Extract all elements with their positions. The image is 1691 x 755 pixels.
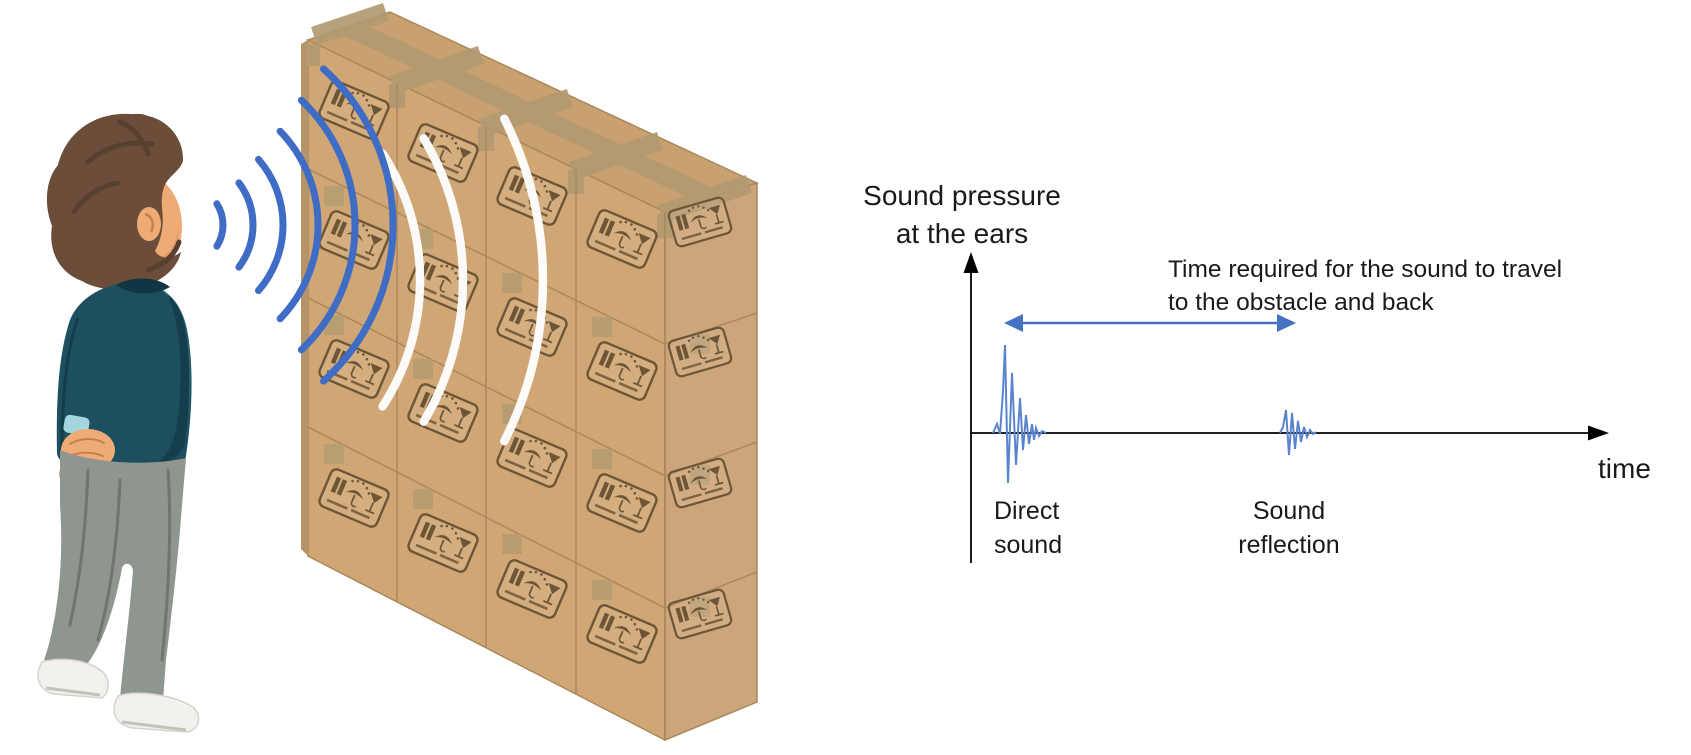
person-jacket <box>56 281 192 472</box>
arrowhead-right-icon <box>1277 314 1296 332</box>
sound-wave-arc <box>235 179 257 271</box>
y-axis-label-line1: Sound pressure <box>863 180 1061 211</box>
incident-sound-waves <box>213 65 397 385</box>
person-ear <box>137 207 161 241</box>
x-axis-label: time <box>1598 453 1651 484</box>
sound-wave-arc <box>276 127 322 323</box>
reflected-wave-arc <box>500 114 548 446</box>
reflection-label-line2: reflection <box>1238 531 1339 559</box>
pressure-time-plot: Sound pressure at the ears Time required… <box>863 180 1651 563</box>
y-axis-arrowhead-icon <box>963 252 979 273</box>
travel-time-arrow <box>1004 314 1296 332</box>
packing-tape-strips <box>310 2 753 223</box>
person-jacket-shadow <box>150 295 190 466</box>
y-axis-label-line2: at the ears <box>896 218 1028 249</box>
sound-wave-arc <box>297 96 359 354</box>
reflected-wave-arc <box>419 134 468 426</box>
wall-left-edge <box>301 40 308 556</box>
annotation-line2: to the obstacle and back <box>1168 289 1434 316</box>
person-arm-seam <box>60 317 80 449</box>
reflected-sound-waves <box>378 114 548 446</box>
person-collar <box>116 278 170 294</box>
annotation-line1: Time required for the sound to travel <box>1168 256 1562 283</box>
x-axis-arrowhead-icon <box>1588 425 1609 441</box>
person-illustration <box>37 113 200 733</box>
direct-sound-label-line2: sound <box>994 531 1062 559</box>
sound-wave-arc <box>213 200 227 250</box>
person-pants <box>44 450 186 700</box>
person-hair-strands <box>71 119 182 273</box>
sound-wave-arc <box>255 155 287 295</box>
arrowhead-left-icon <box>1004 314 1023 332</box>
reflection-label-line1: Sound <box>1253 497 1325 525</box>
box-wall <box>301 2 760 742</box>
direct-sound-label-line1: Direct <box>994 497 1059 525</box>
person-ear-inner <box>144 212 154 233</box>
person-pants-creases <box>68 468 172 662</box>
reflection-waveform <box>1279 409 1317 456</box>
direct-sound-waveform <box>992 344 1047 484</box>
person-hair <box>46 113 184 290</box>
person-shoe-soles <box>45 686 187 732</box>
sound-wave-arc <box>320 65 397 385</box>
reflected-wave-arc <box>378 149 425 411</box>
